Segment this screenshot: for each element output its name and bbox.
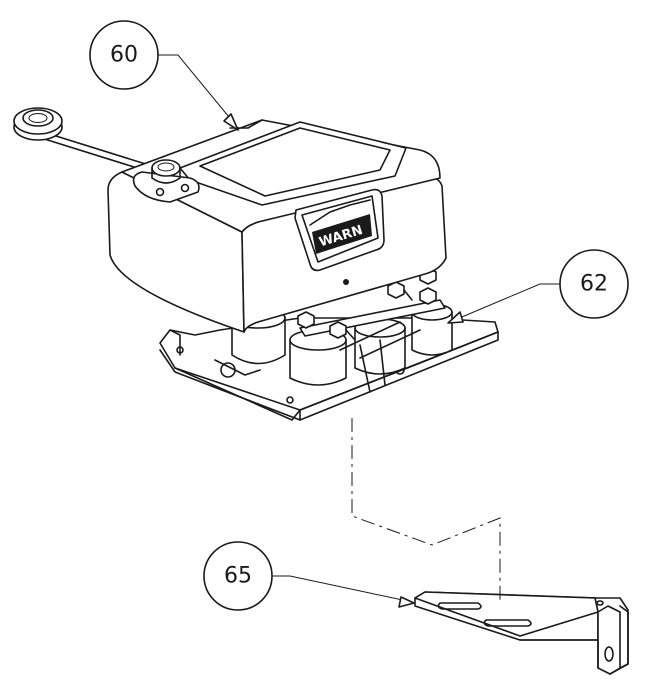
callout-65: 65 <box>203 541 415 611</box>
callout-60: 60 <box>89 20 239 131</box>
mounting-bracket <box>414 591 629 675</box>
cable-connector <box>13 107 153 173</box>
connector-socket <box>132 159 200 203</box>
alignment-phantom-line <box>351 418 501 602</box>
svg-text:65: 65 <box>224 564 252 589</box>
svg-text:62: 62 <box>580 272 608 297</box>
callout-62: 62 <box>447 249 629 324</box>
svg-text:60: 60 <box>110 43 138 68</box>
cover-housing: WARN <box>107 119 447 333</box>
